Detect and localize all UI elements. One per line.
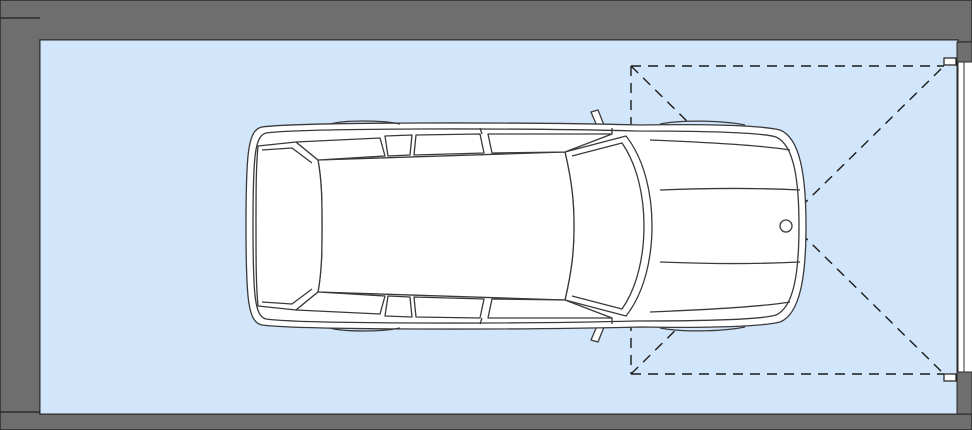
door-seam — [479, 317, 483, 325]
side-window-left — [295, 137, 386, 161]
hood-panel — [649, 139, 791, 151]
side-window-right — [384, 295, 413, 318]
side-window-left — [413, 133, 485, 156]
hood-panel — [649, 301, 791, 313]
door-hinge-top — [943, 57, 957, 66]
side-window-right — [295, 291, 386, 315]
wheel-arch — [329, 327, 401, 332]
car-body-inner — [252, 128, 800, 324]
side-window-left — [487, 133, 613, 154]
windshield — [564, 135, 653, 317]
rear-window — [255, 141, 323, 311]
side-window-right — [413, 296, 485, 319]
door-seam — [479, 127, 483, 135]
side-window-right — [487, 298, 613, 319]
wheel-arch — [659, 120, 746, 126]
door-hinge-bottom — [943, 373, 957, 382]
car-top-view — [245, 109, 807, 343]
wheel-arch — [659, 326, 746, 332]
wheel-arch — [329, 120, 401, 125]
rear-window-inner — [261, 147, 313, 305]
side-window-left — [384, 134, 413, 157]
door-swing-line — [630, 65, 945, 375]
garage-door-opening — [943, 41, 972, 415]
car-roof — [317, 151, 575, 301]
car-emblem — [779, 219, 793, 233]
door-jamb-top — [956, 41, 972, 63]
windshield-inner — [571, 142, 645, 310]
door-jamb-bottom — [956, 371, 972, 415]
hood-crease — [659, 261, 801, 265]
hood-crease — [659, 187, 801, 191]
